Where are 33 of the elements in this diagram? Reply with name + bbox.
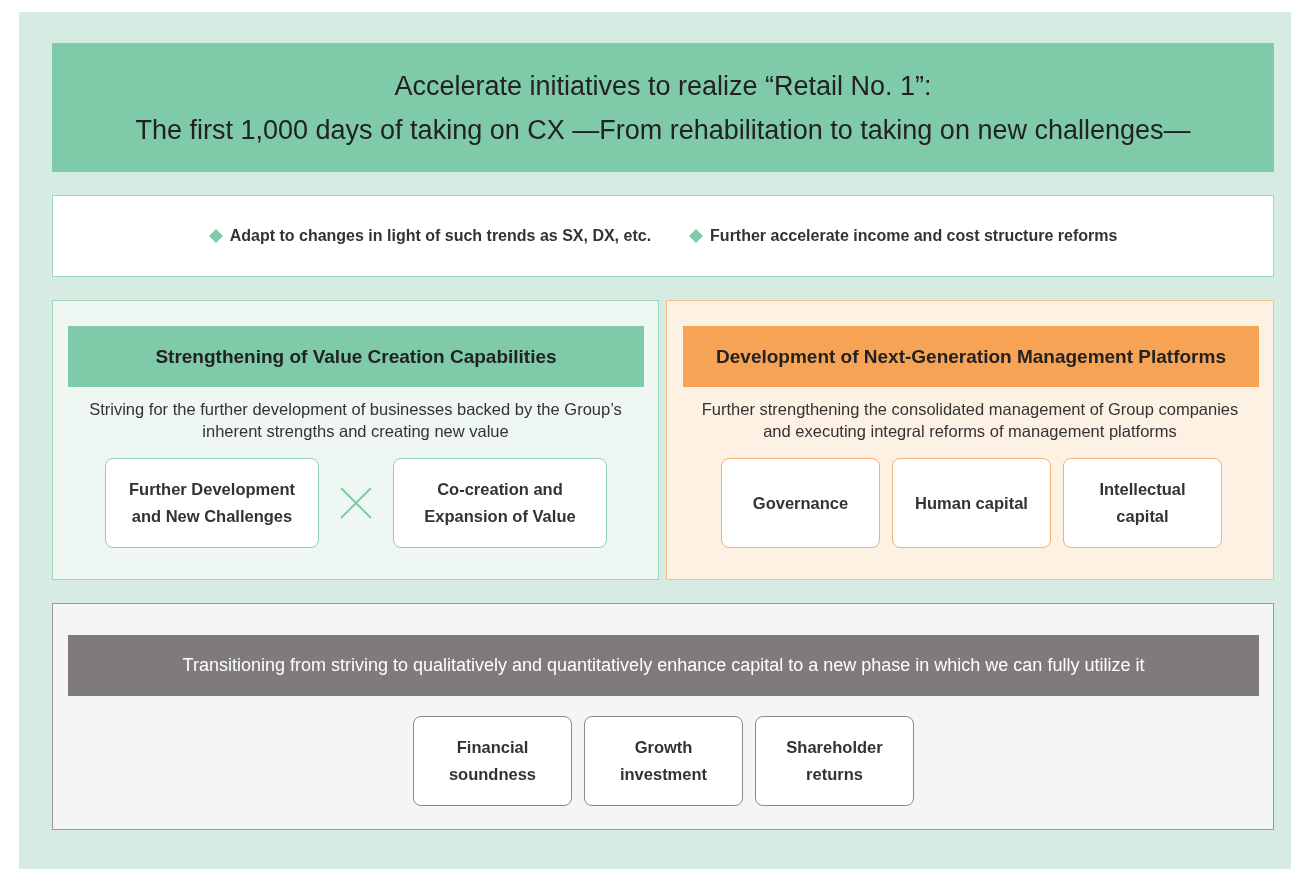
item-box: [721, 458, 880, 548]
box-label: Governance: [751, 492, 850, 514]
heading-text: Development of Next-Generation Management Platforms: [715, 345, 1227, 368]
bullet-text: Further accelerate income and cost structure reforms: [710, 227, 1118, 245]
item-box: [755, 716, 914, 806]
heading-bar: [68, 326, 644, 387]
box-label: Financial soundness: [447, 737, 538, 785]
panel: [52, 603, 1274, 830]
item-box: [413, 716, 572, 806]
box-label: Shareholder returns: [785, 737, 884, 785]
panel: [52, 300, 659, 580]
box-label: Intellectual capital: [1098, 479, 1187, 527]
heading-bar: [68, 635, 1259, 696]
item-box: [584, 716, 743, 806]
title-banner: [52, 43, 1274, 172]
title-text: Accelerate initiatives to realize “Retail No. 1”:: [394, 69, 932, 103]
heading-text: Transitioning from striving to qualitatively and quantitatively enhance capital to a new phase in which we can fully utilize it: [181, 655, 1146, 676]
bullet-box: [52, 195, 1274, 277]
description-text: Striving for the further development of businesses backed by the Group’s inherent strengths and creating new value: [88, 399, 623, 442]
item-box: [1063, 458, 1222, 548]
box-label: Further Development and New Challenges: [128, 479, 296, 527]
item-box: [892, 458, 1051, 548]
item-box: [393, 458, 607, 548]
title-text: The first 1,000 days of taking on CX —From rehabilitation to taking on new challenges—: [135, 113, 1191, 147]
box-label: Growth investment: [618, 737, 709, 785]
heading-text: Strengthening of Value Creation Capabilities: [154, 345, 558, 368]
box-label: Human capital: [914, 492, 1029, 514]
box-label: Co-creation and Expansion of Value: [423, 479, 577, 527]
bullet-text: Adapt to changes in light of such trends as SX, DX, etc.: [229, 227, 652, 245]
panel: [666, 300, 1274, 580]
item-box: [105, 458, 319, 548]
heading-bar: [683, 326, 1259, 387]
description-text: Further strengthening the consolidated management of Group companies and executing integral reforms of management platforms: [700, 399, 1240, 442]
